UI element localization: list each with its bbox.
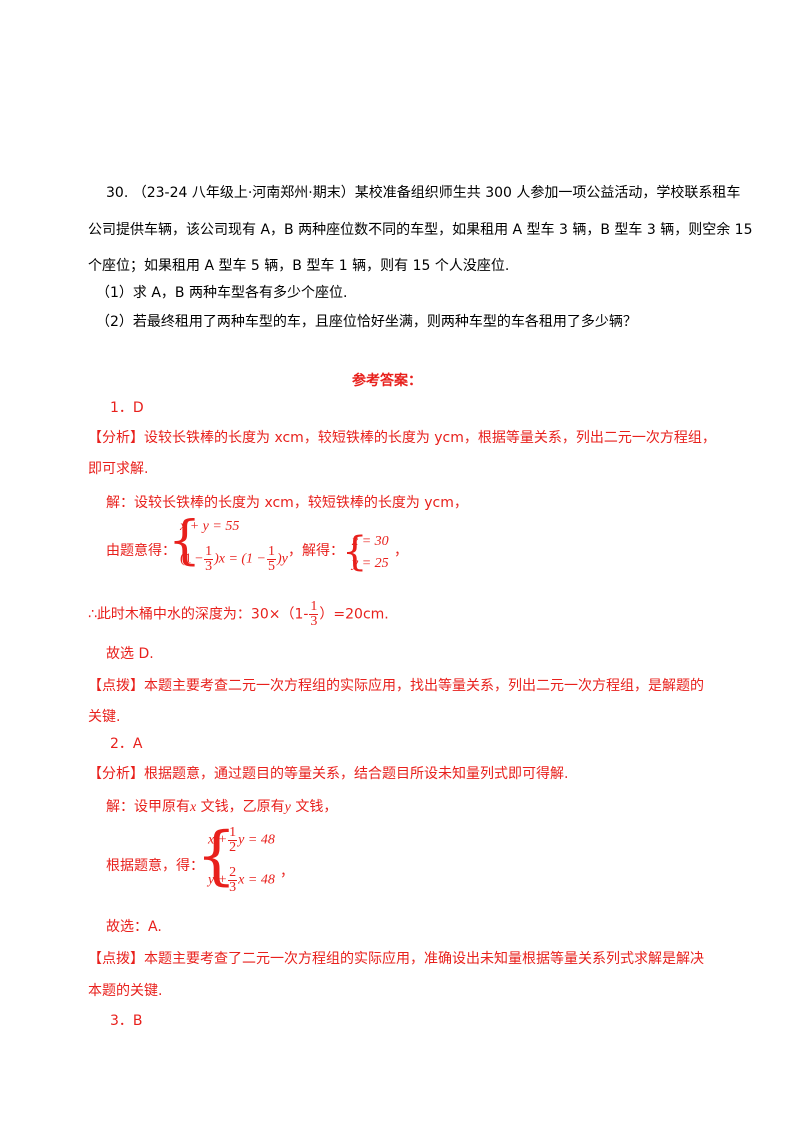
answer-2-tip-cont: 本题的关键. bbox=[88, 983, 163, 999]
question-number: 30. bbox=[106, 185, 129, 201]
answer-2-tip: 【点拨】本题主要考查了二元一次方程组的实际应用，准确设出未知量根据等量关系列式求… bbox=[88, 949, 704, 969]
question-30-line1: 30. （23-24 八年级上·河南郑州·期末）某校准备组织师生共 300 人参… bbox=[106, 183, 740, 203]
answer-2-label: 2．A bbox=[110, 736, 143, 752]
answer-2-solution: 解：设甲原有x 文钱，乙原有y 文钱， bbox=[106, 799, 338, 815]
answer-1-solve-label: ，解得： bbox=[288, 543, 344, 559]
question-30-part1: （1）求 A，B 两种车型各有多少个座位. bbox=[96, 285, 348, 301]
equation-1: x + y = 55 bbox=[180, 519, 240, 534]
answer-1-tip: 【点拨】本题主要考查二元一次方程组的实际应用，找出等量关系，列出二元一次方程组，… bbox=[88, 676, 704, 696]
answer-1-label: 1．D bbox=[110, 400, 144, 416]
answer-1-choose: 故选 D. bbox=[106, 646, 154, 662]
answer-1-tip-cont: 关键. bbox=[88, 709, 121, 725]
answer-2-choose: 故选：A. bbox=[106, 919, 162, 935]
analysis-tag: 【分析】 bbox=[88, 766, 144, 782]
result-x: x = 30 bbox=[352, 534, 389, 549]
analysis-tag: 【分析】 bbox=[88, 430, 144, 446]
tip-tag: 【点拨】 bbox=[88, 951, 144, 967]
question-source: （23-24 八年级上·河南郑州·期末） bbox=[132, 185, 355, 201]
answer-1-analysis-cont: 即可求解. bbox=[88, 461, 149, 477]
tip-tag: 【点拨】 bbox=[88, 678, 144, 694]
answer-3-label: 3．B bbox=[110, 1013, 143, 1029]
answers-title: 参考答案： bbox=[352, 373, 422, 389]
answer-1-analysis: 【分析】设较长铁棒的长度为 xcm，较短铁棒的长度为 ycm，根据等量关系，列出… bbox=[88, 428, 716, 448]
answer-2-analysis: 【分析】根据题意，通过题目的等量关系，结合题目所设未知量列式即可得解. bbox=[88, 764, 568, 784]
question-30-line3: 个座位；如果租用 A 型车 5 辆，B 型车 1 辆，则有 15 个人没座位. bbox=[88, 258, 510, 274]
result-y: y = 25 bbox=[352, 556, 389, 571]
analysis-text: 根据题意，通过题目的等量关系，结合题目所设未知量列式即可得解. bbox=[144, 766, 569, 782]
comma: ， bbox=[394, 543, 408, 559]
answer-1-given-label: 由题意得： bbox=[106, 543, 176, 559]
question-text-1: 某校准备组织师生共 300 人参加一项公益活动，学校联系租车 bbox=[354, 185, 741, 201]
left-brace: { bbox=[168, 511, 202, 571]
analysis-text: 设较长铁棒的长度为 xcm，较短铁棒的长度为 ycm，根据等量关系，列出二元一次… bbox=[144, 430, 716, 446]
answer-1-solution: 解：设较长铁棒的长度为 xcm，较短铁棒的长度为 ycm， bbox=[106, 495, 468, 511]
answer-2-given-label: 根据题意，得： bbox=[106, 858, 204, 874]
tip-text: 本题主要考查二元一次方程组的实际应用，找出等量关系，列出二元一次方程组，是解题的 bbox=[144, 678, 704, 694]
tip-text: 本题主要考查了二元一次方程组的实际应用，准确设出未知量根据等量关系列式求解是解决 bbox=[144, 951, 704, 967]
question-30-line2: 公司提供车辆，该公司现有 A，B 两种座位数不同的车型，如果租用 A 型车 3 … bbox=[88, 222, 753, 238]
answer-1-solution-system: { x = 30 y = 25 bbox=[342, 529, 422, 578]
left-brace: { bbox=[342, 529, 368, 575]
comma: ， bbox=[280, 864, 294, 880]
question-30-part2: （2）若最终租用了两种车型的车，且座位恰好坐满，则两种车型的车各租用了多少辆？ bbox=[96, 314, 637, 330]
